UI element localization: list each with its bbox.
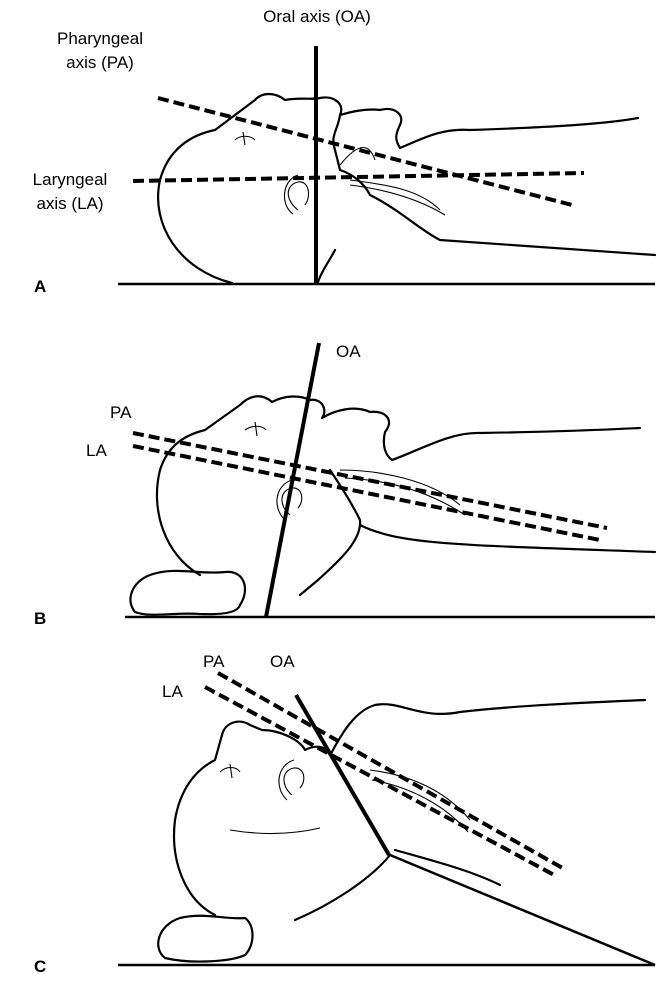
laryngeal-axis-line <box>132 171 585 183</box>
pharyngeal-axis-label-line1: Pharyngeal <box>57 29 143 48</box>
eye <box>219 763 241 779</box>
pillow <box>157 914 254 963</box>
pharyngeal-axis-label-line2: axis (PA) <box>66 53 134 72</box>
head-outline <box>157 92 657 285</box>
wedge-incline <box>389 853 656 967</box>
pharyngeal-axis-line <box>217 671 567 872</box>
ear <box>284 174 310 215</box>
panel-b: OA PA LA B <box>34 342 657 628</box>
laryngeal-axis-line <box>132 444 601 542</box>
laryngeal-axis-label: LA <box>162 682 183 701</box>
neck-structures <box>339 146 446 216</box>
laryngeal-axis-label-line2: axis (LA) <box>36 194 103 213</box>
oral-axis-label: Oral axis (OA) <box>263 7 371 26</box>
laryngeal-axis-label: LA <box>86 441 107 460</box>
ear <box>278 759 305 801</box>
eye <box>234 131 256 146</box>
pharyngeal-axis-line <box>132 431 608 530</box>
oral-axis-label: OA <box>336 342 361 361</box>
eye <box>244 421 267 437</box>
pharyngeal-axis-label: PA <box>203 652 225 671</box>
laryngeal-axis-line <box>204 685 557 878</box>
panel-c: OA PA LA C <box>34 652 656 976</box>
pharyngeal-axis-line <box>157 96 577 208</box>
panel-letter-c: C <box>34 957 46 976</box>
head-outline <box>173 698 647 922</box>
panel-letter-b: B <box>34 609 46 628</box>
panel-a: Oral axis (OA) Pharyngeal axis (PA) Lary… <box>33 7 657 296</box>
neck-structures <box>229 769 471 835</box>
oral-axis-label: OA <box>270 652 295 671</box>
pharyngeal-axis-label: PA <box>110 403 132 422</box>
oral-axis-line <box>294 693 391 857</box>
laryngeal-axis-label-line1: Laryngeal <box>33 170 108 189</box>
head-outline <box>155 395 657 597</box>
pillow <box>129 569 247 616</box>
panel-letter-a: A <box>34 277 46 296</box>
